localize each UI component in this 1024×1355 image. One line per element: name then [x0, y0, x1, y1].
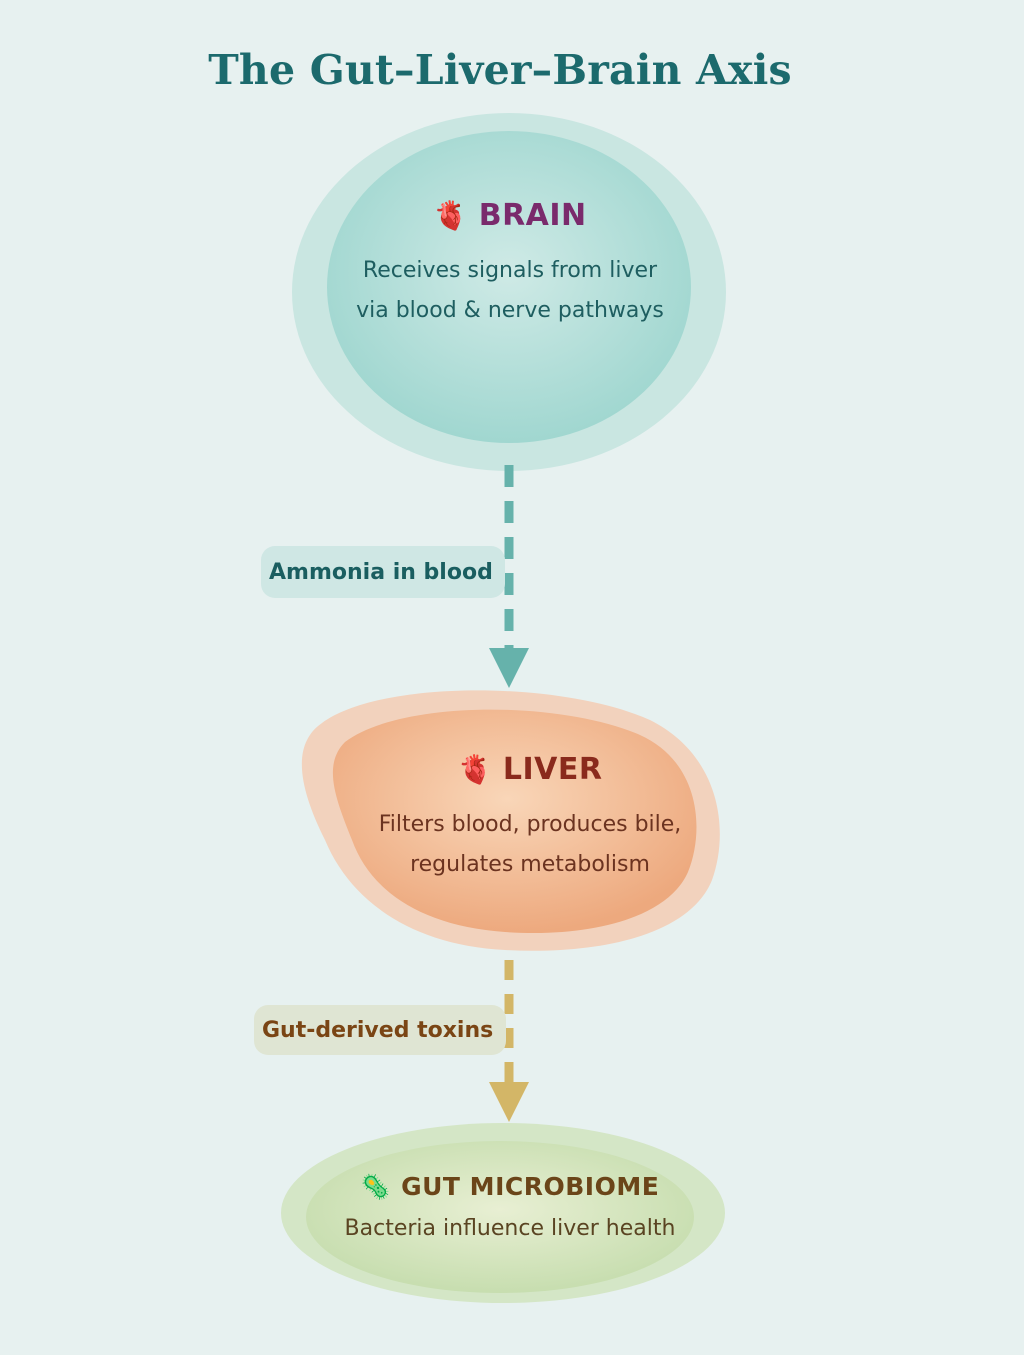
liver-node[interactable]	[301, 690, 720, 951]
brain-node-body	[327, 131, 691, 443]
brain-heading-row: 🫀 BRAIN	[320, 198, 700, 233]
anatomical-heart-icon: 🫀	[433, 198, 469, 232]
gut-node-body	[306, 1141, 694, 1293]
liver-description-line: regulates metabolism	[410, 852, 650, 877]
liver-description-line: Filters blood, produces bile,	[378, 812, 682, 837]
edge-liver-to-gut	[489, 960, 529, 1122]
brain-description-line: via blood & nerve pathways	[356, 298, 664, 323]
anatomical-heart-icon: 🫀	[457, 752, 493, 786]
liver-heading-row: 🫀 LIVER	[340, 752, 720, 787]
liver-heading: LIVER	[502, 752, 603, 787]
gut-node[interactable]	[281, 1123, 725, 1303]
brain-description: Receives signals from liver via blood & …	[320, 251, 700, 331]
arrowhead-icon	[489, 1082, 529, 1122]
diagram-title: The Gut–Liver–Brain Axis	[208, 46, 792, 94]
brain-description-line: Receives signals from liver	[362, 258, 658, 283]
gut-heading-row: 🦠 GUT MICROBIOME	[300, 1172, 720, 1201]
brain-node[interactable]	[292, 113, 726, 471]
arrowhead-icon	[489, 648, 529, 688]
brain-node-content: 🫀 BRAIN Receives signals from liver via …	[320, 198, 700, 331]
gut-heading: GUT MICROBIOME	[401, 1172, 660, 1201]
gut-description-line: Bacteria influence liver health	[344, 1216, 676, 1241]
liver-description: Filters blood, produces bile, regulates …	[340, 805, 720, 885]
edge-label-ammonia: Ammonia in blood	[261, 546, 505, 598]
brain-heading: BRAIN	[478, 198, 587, 233]
liver-node-body	[332, 709, 697, 934]
gut-node-content: 🦠 GUT MICROBIOME Bacteria influence live…	[300, 1172, 720, 1249]
microbe-icon: 🦠	[360, 1172, 392, 1201]
edge-brain-to-liver	[489, 465, 529, 688]
edge-label-toxins: Gut-derived toxins	[254, 1005, 506, 1055]
liver-node-content: 🫀 LIVER Filters blood, produces bile, re…	[340, 752, 720, 885]
gut-description: Bacteria influence liver health	[300, 1209, 720, 1249]
